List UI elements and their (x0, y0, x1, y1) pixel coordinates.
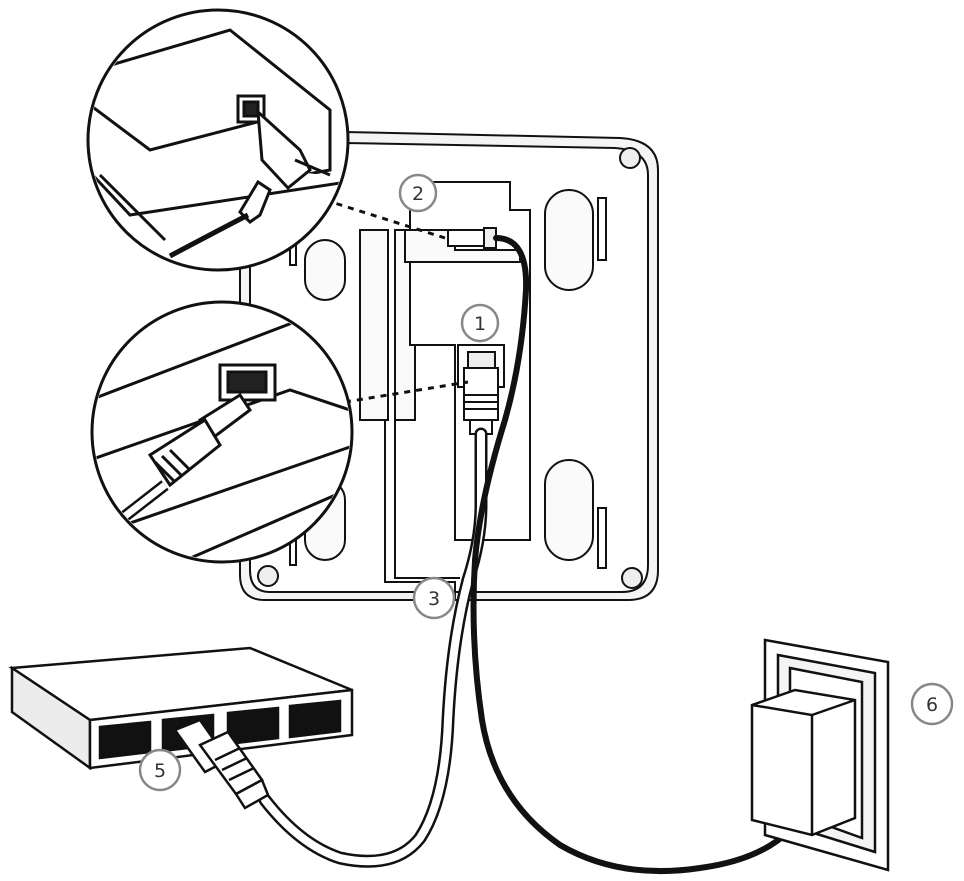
switch-ethernet-plug (173, 718, 270, 810)
callout-5-label: 5 (154, 760, 166, 782)
callout-1: 1 (460, 303, 500, 343)
callout-6: 6 (910, 682, 954, 726)
callout-6-label: 6 (926, 694, 938, 716)
callout-3: 3 (412, 576, 456, 620)
callout-5: 5 (138, 748, 182, 792)
power-zoom-bubble (86, 8, 350, 272)
callout-1-label: 1 (474, 313, 486, 335)
phone-lan-port (457, 344, 505, 435)
callout-2: 2 (398, 173, 438, 213)
callout-2-label: 2 (412, 183, 424, 205)
leader-lines (324, 198, 469, 404)
lan-zoom-bubble (90, 300, 354, 564)
callout-3-label: 3 (428, 588, 440, 610)
phone-power-port (447, 227, 497, 249)
phone-base (239, 130, 659, 601)
network-switch (8, 646, 354, 771)
power-adapter (750, 688, 857, 837)
ethernet-cable (258, 427, 488, 868)
power-cable (470, 235, 793, 875)
